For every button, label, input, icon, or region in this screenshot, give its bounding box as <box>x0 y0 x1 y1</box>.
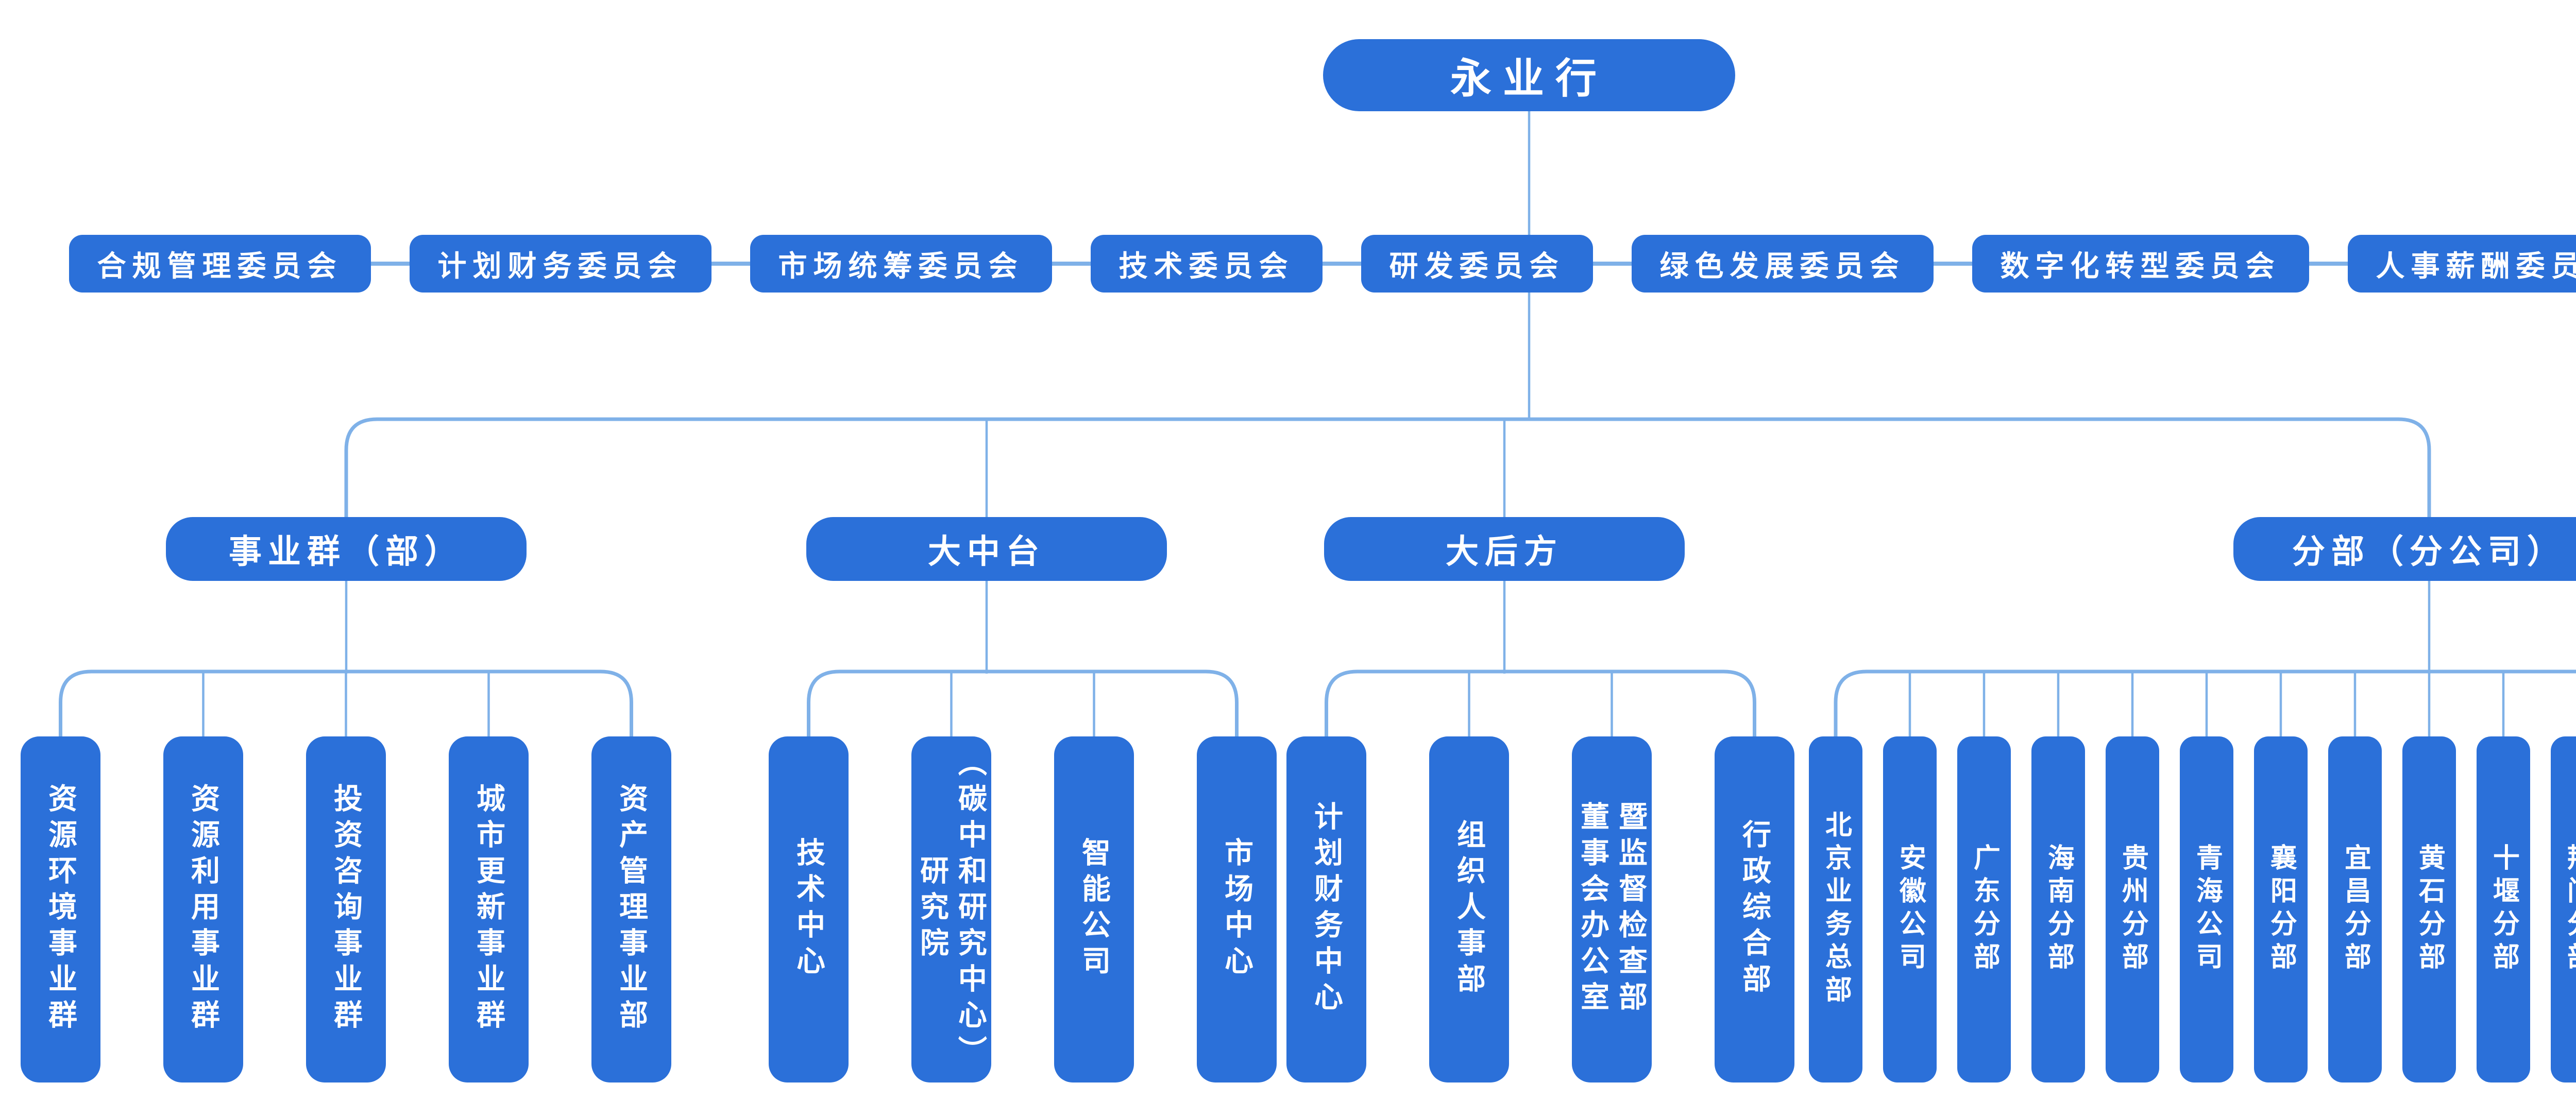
committee-node-rnd: 研发委员会 <box>1361 235 1593 293</box>
leaf-label: 资源利用事业群 <box>187 783 220 1036</box>
node-root: 永业行 <box>1323 39 1735 111</box>
leaf-row-business-groups: 资源环境事业群 资源利用事业群 投资咨询事业群 城市更新事业群 资产管理事业部 <box>21 736 671 1082</box>
committee-node-planning-finance: 计划财务委员会 <box>409 235 711 293</box>
leaf-node: 资源利用事业群 <box>163 736 243 1082</box>
leaf-label: 海南分部 <box>2043 844 2074 975</box>
committee-node-technology: 技术委员会 <box>1090 235 1323 293</box>
group1-leaf-drop-lines <box>202 672 490 738</box>
leaf-label: 智能公司 <box>1078 837 1111 982</box>
leaf-label: 城市更新事业群 <box>472 783 505 1036</box>
leaf-label: 市场中心 <box>1221 837 1253 982</box>
leaf-label: 襄阳分部 <box>2266 844 2296 975</box>
leaf-label: 资产管理事业部 <box>615 783 648 1036</box>
group2-leaf-drop-lines <box>950 672 1095 738</box>
leaf-node: 市场中心 <box>1197 736 1277 1082</box>
leaf-label: 投资咨询事业群 <box>330 783 363 1036</box>
leaf-node: 行政综合部 <box>1715 736 1794 1082</box>
leaf-label: 董事会办公室 暨监督检查部 <box>1577 801 1648 1018</box>
leaf-node: 黄石分部 <box>2402 736 2456 1082</box>
committee-row: 合规管理委员会 计划财务委员会 市场统筹委员会 技术委员会 研发委员会 绿色发展… <box>0 235 2576 293</box>
group4-leaf-drop-lines <box>1908 672 2505 738</box>
leaf-node: 城市更新事业群 <box>449 736 529 1082</box>
leaf-label: 宜昌分部 <box>2340 844 2370 975</box>
leaf-label: 贵州分部 <box>2117 844 2148 975</box>
leaf-node: 北京业务总部 <box>1809 736 1862 1082</box>
node-back-office: 大后方 <box>1324 517 1685 581</box>
leaf-label: 北京业务总部 <box>1821 811 1851 1008</box>
committee-node-green-development: 绿色发展委员会 <box>1631 235 1934 293</box>
group2-bus-line <box>807 669 1239 738</box>
leaf-label: 技术中心 <box>792 837 825 982</box>
leaf-node: 资产管理事业部 <box>591 736 671 1082</box>
committee-node-hr-compensation: 人事薪酬委员会 <box>2347 235 2576 293</box>
leaf-label: 行政综合部 <box>1738 819 1771 1000</box>
committee-node-compliance: 合规管理委员会 <box>69 235 371 293</box>
level2-bus-line <box>344 417 2431 519</box>
leaf-node: 安徽公司 <box>1883 736 1937 1082</box>
committee-node-market-coordination: 市场统筹委员会 <box>750 235 1052 293</box>
level2-drop-lines <box>985 419 1506 519</box>
leaf-node: 宜昌分部 <box>2328 736 2382 1082</box>
leaf-node: 智能公司 <box>1054 736 1134 1082</box>
leaf-label: 荆门分部 <box>2563 844 2576 975</box>
leaf-node: 十堰分部 <box>2477 736 2530 1082</box>
committee-node-digital-transformation: 数字化转型委员会 <box>1972 235 2309 293</box>
leaf-label: 青海公司 <box>2192 844 2222 975</box>
leaf-label: 黄石分部 <box>2414 844 2445 975</box>
leaf-label: 计划财务中心 <box>1310 801 1343 1018</box>
node-middle-platform: 大中台 <box>806 517 1167 581</box>
leaf-node: 投资咨询事业群 <box>306 736 386 1082</box>
leaf-row-branches: 北京业务总部 安徽公司 广东分部 海南分部 贵州分部 青海公司 襄阳分部 宜昌分… <box>1809 736 2576 1082</box>
leaf-node: 研究院 （碳中和研究中心） <box>911 736 991 1082</box>
leaf-label: 安徽公司 <box>1895 844 1925 975</box>
leaf-label: 广东分部 <box>1969 844 1999 975</box>
leaf-node: 海南分部 <box>2031 736 2085 1082</box>
leaf-node: 资源环境事业群 <box>21 736 100 1082</box>
leaf-label: 十堰分部 <box>2488 844 2519 975</box>
node-business-groups: 事业群（部） <box>166 517 527 581</box>
leaf-node: 广东分部 <box>1957 736 2011 1082</box>
node-branches: 分部（分公司） <box>2233 517 2576 581</box>
leaf-row-middle-platform: 技术中心 研究院 （碳中和研究中心） 智能公司 市场中心 <box>769 736 1277 1082</box>
leaf-node: 青海公司 <box>2180 736 2233 1082</box>
leaf-node: 襄阳分部 <box>2254 736 2308 1082</box>
leaf-node: 技术中心 <box>769 736 849 1082</box>
leaf-node: 贵州分部 <box>2106 736 2159 1082</box>
leaf-label: 研究院 （碳中和研究中心） <box>916 747 987 1072</box>
leaf-label: 资源环境事业群 <box>44 783 77 1036</box>
leaf-node: 董事会办公室 暨监督检查部 <box>1572 736 1652 1082</box>
leaf-label: 组织人事部 <box>1453 819 1486 1000</box>
leaf-node: 荆门分部 <box>2551 736 2576 1082</box>
group3-leaf-drop-lines <box>1468 672 1613 738</box>
leaf-node: 组织人事部 <box>1429 736 1509 1082</box>
group-parent-drop-lines <box>345 580 2431 674</box>
leaf-row-back-office: 计划财务中心 组织人事部 董事会办公室 暨监督检查部 行政综合部 <box>1286 736 1794 1082</box>
leaf-node: 计划财务中心 <box>1286 736 1366 1082</box>
group3-bus-line <box>1325 669 1756 738</box>
